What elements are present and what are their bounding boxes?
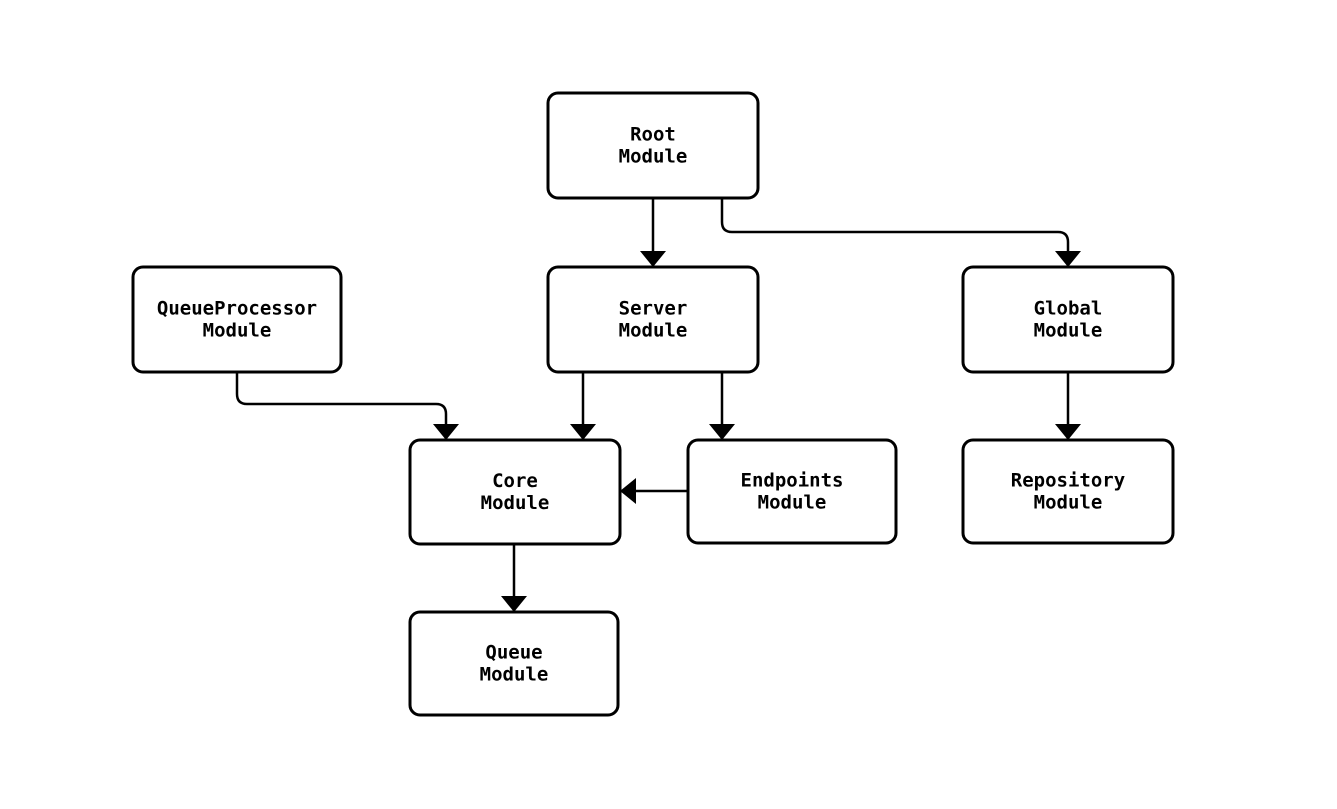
edge-root-to-global <box>720 198 1081 267</box>
node-core-box <box>408 438 622 546</box>
node-queue-box <box>408 610 620 717</box>
node-root-box <box>546 91 760 200</box>
node-server-box <box>546 265 760 374</box>
edge-queueprocessor-to-core <box>235 372 459 440</box>
node-global-box <box>961 265 1175 374</box>
node-endpoints-box <box>686 438 898 545</box>
node-repository-box <box>961 438 1175 545</box>
node-queueprocessor-box <box>131 265 343 374</box>
